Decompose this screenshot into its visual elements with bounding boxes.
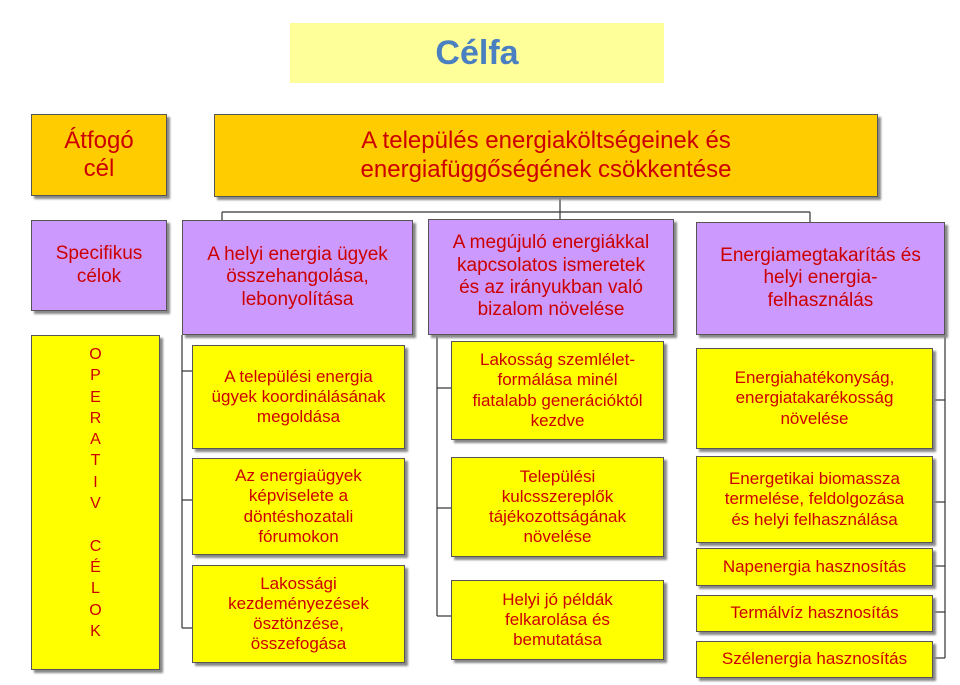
operative-goal-1-2: Az energiaügyek képviselete a döntéshoza…	[192, 458, 405, 555]
operative-goal-2-3: Helyi jó példák felkarolása és bemutatás…	[451, 580, 664, 660]
operative-goal-2-2: Települési kulcsszereplők tájékozottságá…	[451, 457, 664, 557]
label-overall-goal: Átfogó cél	[31, 114, 167, 196]
page-title: Célfa	[290, 23, 664, 83]
specific-goal-2: A megújuló energiákkal kapcsolatos ismer…	[428, 219, 674, 335]
specific-goal-3: Energiamegtakarítás és helyi energia- fe…	[696, 222, 945, 335]
overall-goal-box: A település energiaköltségeinek és energ…	[214, 114, 878, 197]
operative-goal-1-1: A települési energia ügyek koordinálásán…	[192, 345, 405, 449]
operative-goal-3-3: Napenergia hasznosítás	[696, 548, 933, 586]
operative-goal-3-5: Szélenergia hasznosítás	[696, 641, 933, 678]
operative-goal-1-3: Lakossági kezdeményezések ösztönzése, ös…	[192, 565, 405, 663]
label-operative-goals: O P E R A T I V C É L O K	[31, 335, 160, 670]
operative-goal-3-4: Termálvíz hasznosítás	[696, 595, 933, 632]
operative-goal-3-1: Energiahatékonyság, energiatakarékosság …	[696, 348, 933, 449]
label-specific-goals: Specifikus célok	[31, 220, 167, 311]
operative-goal-2-1: Lakosság szemlélet- formálása minél fiat…	[451, 341, 664, 440]
specific-goal-1: A helyi energia ügyek összehangolása, le…	[182, 220, 413, 335]
operative-goal-3-2: Energetikai biomassza termelése, feldolg…	[696, 456, 933, 543]
